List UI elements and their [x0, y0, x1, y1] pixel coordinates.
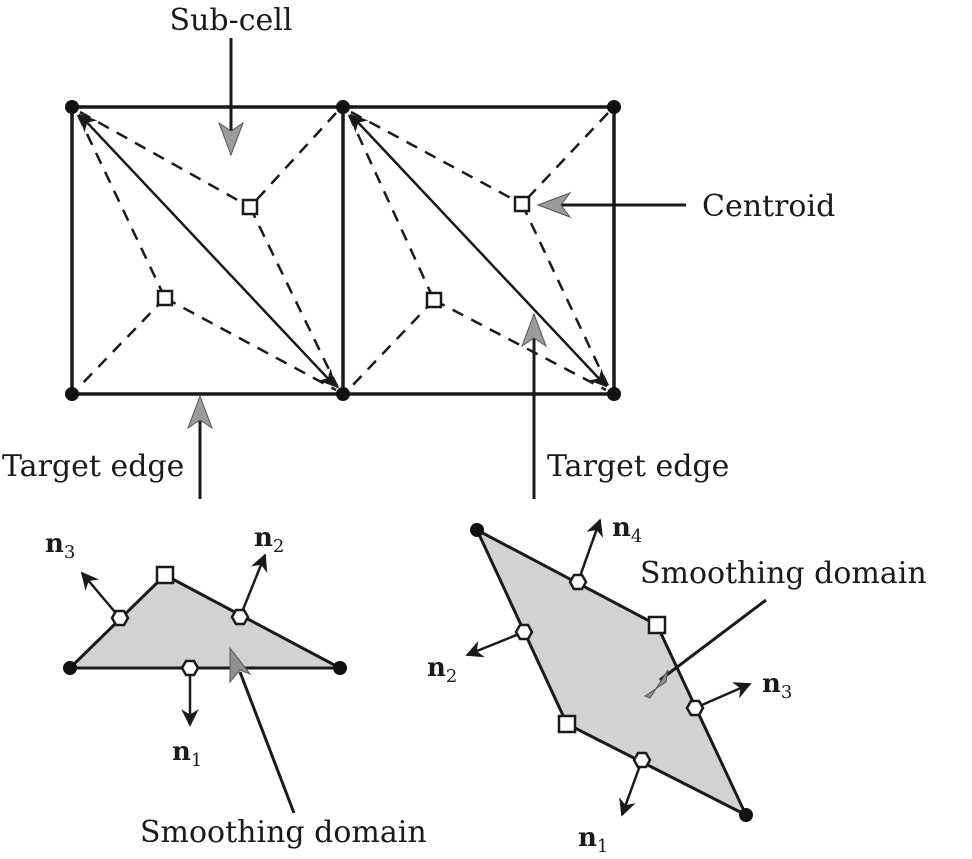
diagonal-edge-right-cell [349, 113, 608, 388]
normal-label-n1: n1 [172, 737, 202, 771]
mesh-node [65, 100, 79, 114]
target-edge-pointer-left [186, 394, 214, 499]
pointer-head-icon [229, 646, 252, 684]
normal-label-n2: n2 [427, 653, 457, 687]
centroid-marker [156, 289, 174, 307]
centroid-marker [647, 615, 667, 635]
normal-label-n3: n3 [762, 669, 792, 703]
pointer-head-icon [217, 121, 245, 157]
centroid-marker [557, 714, 577, 734]
gauss-point-hexagon [230, 608, 250, 626]
normal-arrow-n2 [238, 553, 268, 618]
centroid-pointer [536, 191, 686, 219]
normal-arrow-n3 [694, 682, 752, 710]
smoothing-domain-right [465, 518, 753, 822]
mesh-node [470, 523, 484, 537]
gauss-point-hexagon [180, 659, 200, 677]
pointer-head-icon [186, 394, 214, 430]
gauss-point-hexagon [685, 699, 705, 717]
normal-arrow-n1 [619, 759, 644, 817]
mesh-node [739, 808, 753, 822]
normal-label-n4: n4 [612, 513, 642, 547]
centroid-label: Centroid [702, 189, 835, 224]
gauss-point-hexagon [568, 573, 588, 591]
smoothing-domain-label-left: Smoothing domain [140, 815, 427, 850]
normal-arrow-n4 [576, 518, 603, 583]
gauss-point-hexagon [110, 609, 130, 627]
smoothing-domain-label-right: Smoothing domain [640, 556, 927, 591]
centroid-marker [425, 291, 443, 309]
background-mesh [65, 100, 621, 401]
target-edge-label-left: Target edge [2, 449, 184, 484]
smoothing-domain-pointer-right [643, 598, 767, 699]
pointer-head-icon [643, 669, 669, 699]
diagonal-edge-left-cell [78, 113, 337, 388]
pointer-head-icon [520, 312, 548, 348]
mesh-node [607, 100, 621, 114]
sub-cell-pointer [217, 38, 245, 157]
smoothing-domain-left [63, 553, 347, 727]
normal-arrow-n3 [80, 571, 121, 619]
gauss-point-hexagon [514, 623, 534, 641]
normal-label-n1: n1 [578, 823, 608, 857]
target-edge-pointer-right [520, 312, 548, 499]
normal-label-n2: n2 [254, 523, 284, 557]
gauss-point-hexagon [632, 751, 652, 769]
domain-polygon-left [66, 573, 341, 670]
mesh-node [336, 387, 350, 401]
smoothing-domain-pointer-left [229, 646, 296, 814]
normal-label-n3: n3 [45, 529, 75, 563]
centroid-marker [241, 198, 259, 216]
pointer-head-icon [536, 191, 572, 219]
subcell-dashes-left [76, 110, 340, 392]
centroid-marker [513, 195, 531, 213]
subcell-dashes-right [347, 110, 611, 392]
mesh-node [333, 661, 347, 675]
mesh-node [63, 661, 77, 675]
normal-arrow-n2 [465, 630, 525, 658]
sub-cell-label: Sub-cell [170, 3, 293, 38]
mesh-node [65, 387, 79, 401]
target-edge-label-right: Target edge [547, 449, 729, 484]
mesh-node [336, 100, 350, 114]
centroid-marker [155, 565, 175, 585]
mesh-node [607, 387, 621, 401]
